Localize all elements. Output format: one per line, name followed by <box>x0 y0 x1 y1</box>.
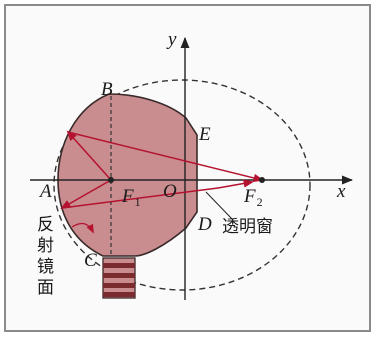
label-O: O <box>163 181 177 202</box>
focus-f2-point <box>259 177 265 183</box>
reflector-leader-arrow <box>71 222 94 234</box>
reflector-label-char-3: 镜 <box>37 257 54 277</box>
window-label: 透明窗 <box>222 217 273 237</box>
dashed-ellipse <box>53 79 311 291</box>
window-leader-line <box>205 191 234 221</box>
focus-f1-point <box>108 177 114 183</box>
reflector-label-char-4: 面 <box>37 278 54 298</box>
reflector-label-char-2: 射 <box>37 236 54 256</box>
label-E: E <box>198 124 211 145</box>
label-B: B <box>101 79 113 100</box>
label-F2: F2 <box>243 186 263 209</box>
y-axis-label: y <box>166 29 177 50</box>
light-rays <box>60 130 265 210</box>
reflector-label-char-1: 反 <box>37 215 54 235</box>
label-D: D <box>197 214 212 235</box>
label-F1: F1 <box>121 186 141 209</box>
lamp-base <box>102 257 136 299</box>
reflector-body <box>57 93 198 257</box>
x-axis-label: x <box>336 181 346 202</box>
label-A: A <box>38 181 52 202</box>
label-C: C <box>84 250 97 271</box>
